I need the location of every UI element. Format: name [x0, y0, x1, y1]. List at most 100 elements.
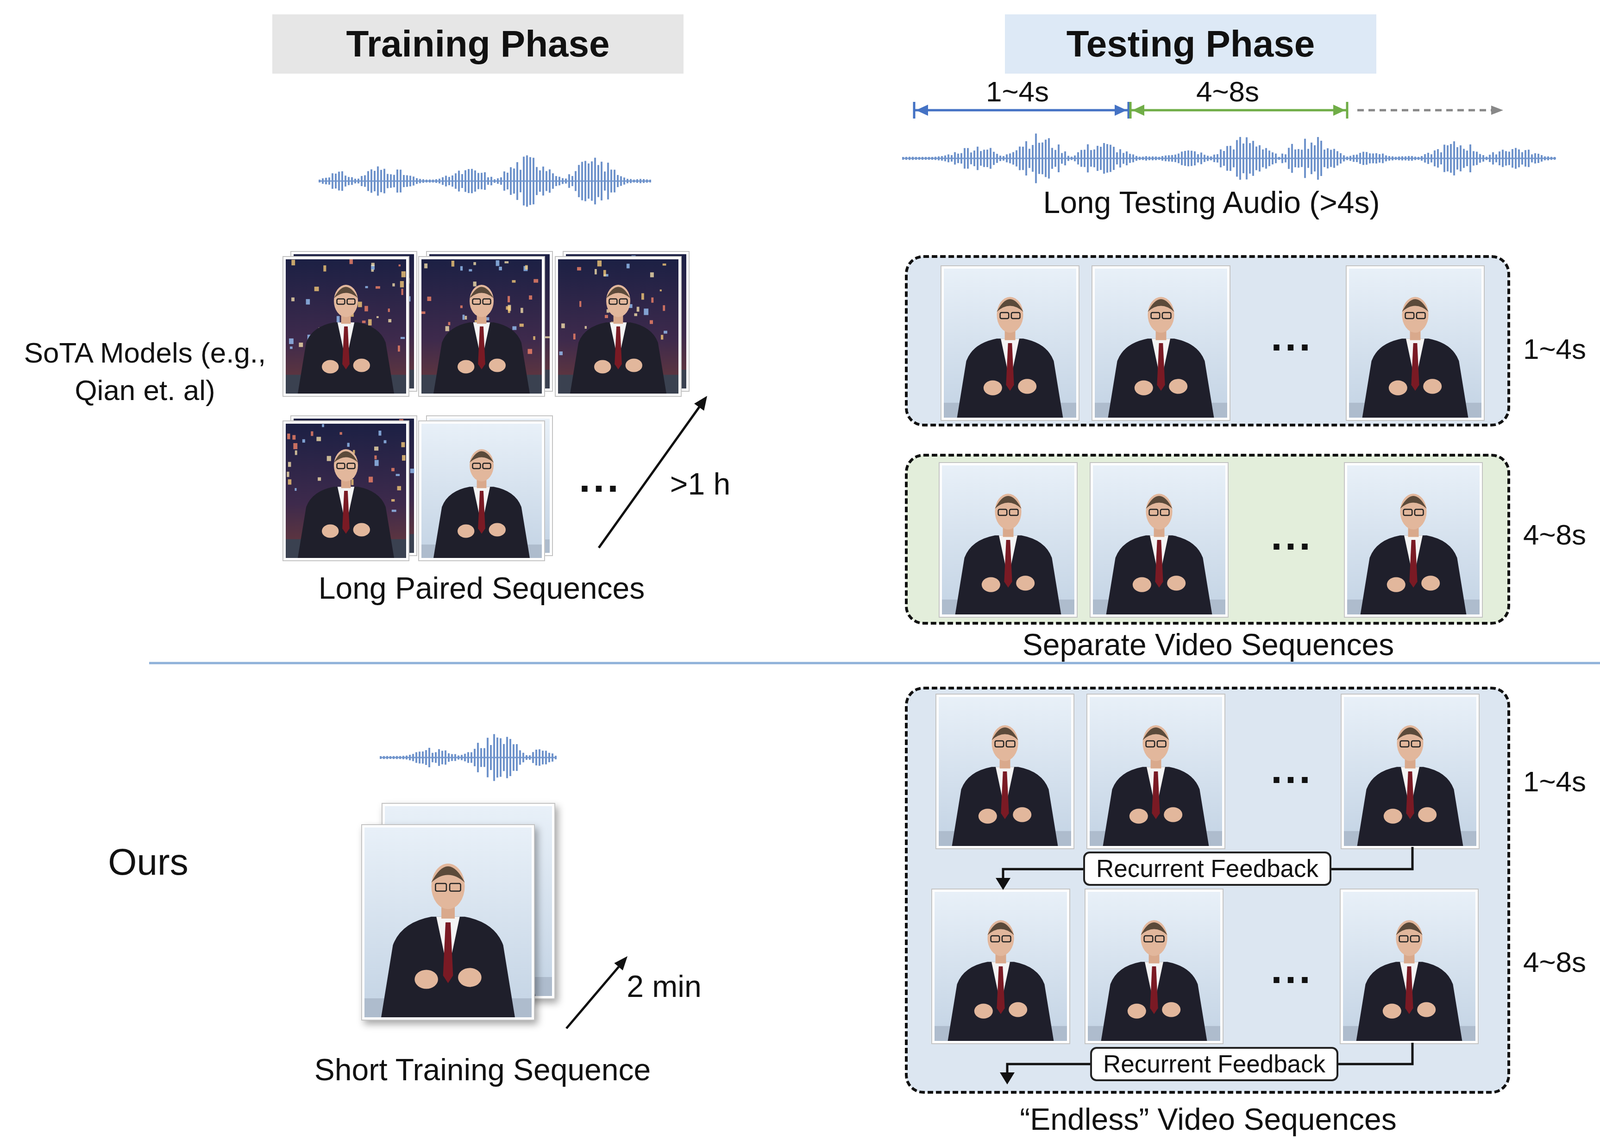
- wave-bar: [1093, 149, 1096, 168]
- wave-bar: [422, 179, 425, 183]
- wave-bar: [1294, 149, 1297, 168]
- wave-bar: [464, 753, 466, 762]
- ruler-head: [1333, 104, 1346, 116]
- video-frame: [1341, 694, 1480, 849]
- wave-bar: [500, 177, 502, 185]
- wave-bar: [1385, 155, 1387, 162]
- wave-bar: [1501, 149, 1504, 167]
- hand: [1421, 575, 1440, 591]
- phase-header: Testing Phase: [1004, 14, 1377, 74]
- city-light: [512, 326, 517, 331]
- wave-bar: [1407, 156, 1410, 161]
- text-holder: SoTA Models (e.g., Qian et. al): [15, 334, 275, 409]
- city-light: [298, 342, 303, 347]
- wave-bar: [470, 752, 473, 764]
- city-light: [603, 269, 607, 277]
- wave-bar: [558, 176, 561, 186]
- hand: [457, 360, 475, 374]
- wave-bar: [499, 738, 502, 777]
- wave-bar: [451, 175, 454, 187]
- wave-bar: [953, 152, 956, 165]
- wave-bar: [467, 169, 470, 194]
- video-frame: [282, 420, 409, 561]
- frame-border: [931, 889, 1070, 1044]
- duration-tag: 1~4s: [1523, 332, 1587, 365]
- wave-bar: [603, 171, 606, 191]
- head: [469, 449, 494, 482]
- ellipsis: ...: [1270, 746, 1313, 792]
- hand: [353, 358, 371, 373]
- wave-bar: [418, 751, 421, 764]
- city-light: [401, 288, 404, 296]
- city-light: [288, 462, 291, 468]
- city-light: [339, 432, 343, 435]
- wave-bar: [957, 153, 960, 164]
- frame-border: [418, 256, 545, 397]
- text-holder: 1~4s: [1523, 766, 1587, 797]
- hand: [1012, 807, 1032, 822]
- studio-background: [1089, 696, 1223, 847]
- city-light: [401, 442, 406, 448]
- wave-bar: [1206, 155, 1209, 161]
- glasses: [1149, 509, 1159, 516]
- text-holder: 4~8s: [1196, 76, 1260, 107]
- frame-border: [941, 265, 1080, 421]
- wave-bar: [947, 154, 950, 163]
- wave-bar: [908, 156, 911, 161]
- ruler-tick: [1346, 101, 1349, 119]
- wave-bar: [1297, 149, 1300, 168]
- city-light: [376, 316, 379, 319]
- wave-bar: [1381, 153, 1384, 164]
- wave-bar: [1044, 139, 1047, 178]
- wave-bar: [1284, 154, 1287, 163]
- wave-bar: [1086, 144, 1089, 173]
- wave-bar: [1187, 150, 1190, 167]
- wave-bar: [399, 169, 402, 193]
- head: [996, 296, 1023, 333]
- hand: [978, 809, 998, 824]
- video-frame: [941, 265, 1080, 421]
- hand: [974, 1003, 993, 1019]
- ruler-line: [914, 109, 1129, 112]
- city-light: [391, 468, 395, 472]
- wave-bar: [996, 153, 998, 164]
- glasses: [1411, 740, 1421, 747]
- suit: [433, 322, 530, 394]
- head: [1399, 493, 1427, 530]
- city-light: [368, 476, 373, 483]
- wave-bar: [548, 169, 551, 193]
- wave-bar: [1388, 156, 1391, 161]
- hand: [594, 360, 611, 374]
- city-light: [388, 319, 392, 323]
- text-holder: ...: [578, 456, 622, 500]
- wave-bar: [1035, 133, 1037, 183]
- city-light: [398, 264, 401, 267]
- tie: [1411, 343, 1419, 391]
- wave-bar: [434, 752, 437, 764]
- hand: [1163, 807, 1183, 822]
- wave-bar: [1274, 153, 1277, 164]
- wave-bar: [474, 170, 477, 192]
- tie: [1409, 539, 1418, 588]
- glasses: [1006, 740, 1016, 747]
- hair: [469, 451, 494, 463]
- wave-bar: [1112, 146, 1115, 170]
- studio-background: [1092, 465, 1226, 615]
- wave-bar: [1466, 150, 1469, 167]
- hair: [1147, 299, 1174, 312]
- wave-bar: [435, 179, 438, 183]
- wave-bar: [1339, 153, 1342, 164]
- city-background: [285, 423, 407, 559]
- caption: Short Training Sequence: [314, 1052, 651, 1087]
- wave-bar: [551, 753, 554, 762]
- wave-bar: [351, 177, 353, 186]
- wave-bar: [1223, 150, 1225, 166]
- wave-bar: [1336, 151, 1339, 166]
- city-background: [421, 259, 542, 394]
- wave-bar: [642, 179, 645, 183]
- wave-bar: [1005, 154, 1008, 163]
- wave-bar: [1077, 152, 1080, 165]
- wave-bar: [458, 170, 460, 192]
- waveforms: [319, 133, 1557, 781]
